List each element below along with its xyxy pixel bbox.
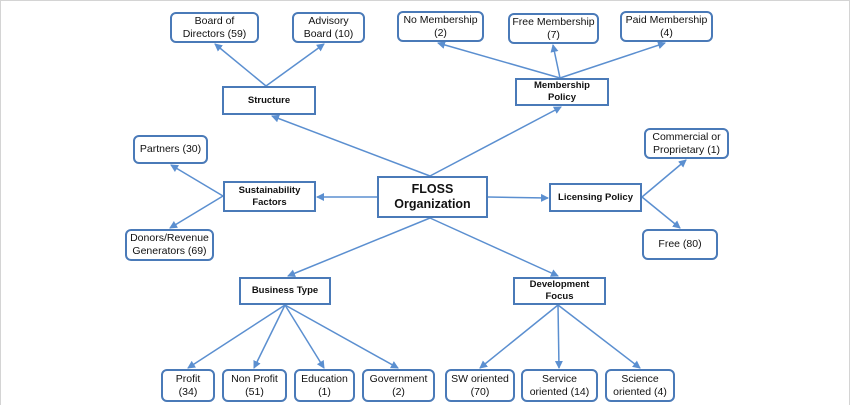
leaf-government: Government (2) — [362, 369, 435, 402]
leaf-label: No Membership (2) — [403, 13, 478, 39]
leaf-label: Free Membership (7) — [512, 15, 595, 41]
category-business-type: Business Type — [239, 277, 331, 305]
leaf-no-membership: No Membership (2) — [397, 11, 484, 42]
edge-development-sw — [479, 304, 559, 369]
category-label: Business Type — [251, 285, 319, 296]
leaf-commercial-or-proprietary: Commercial or Proprietary (1) — [644, 128, 729, 159]
leaf-label: Science oriented (4) — [613, 372, 667, 398]
leaf-service-oriented: Service oriented (14) — [521, 369, 598, 402]
leaf-label: Paid Membership (4) — [625, 13, 708, 39]
edge-business-profit — [187, 304, 286, 369]
edge-licensing-commercial — [641, 159, 687, 198]
leaf-education: Education (1) — [294, 369, 355, 402]
edge-structure-board — [214, 43, 267, 87]
root-floss-organization: FLOSS Organization — [377, 176, 488, 218]
leaf-label: Commercial or Proprietary (1) — [652, 130, 721, 156]
leaf-sw-oriented: SW oriented (70) — [445, 369, 515, 402]
leaf-label: Profit (34) — [175, 372, 201, 398]
edge-business-government — [284, 304, 399, 369]
edge-root-membership — [429, 106, 562, 177]
edge-root-development — [429, 217, 559, 277]
category-sustainability-factors: Sustainability Factors — [223, 181, 316, 212]
leaf-board-of-directors: Board of Directors (59) — [170, 12, 259, 43]
leaf-label: Government (2) — [369, 372, 428, 398]
leaf-label: Advisory Board (10) — [303, 14, 354, 40]
edge-root-structure — [271, 114, 431, 177]
category-label: Licensing Policy — [558, 191, 633, 203]
leaf-label: Board of Directors (59) — [182, 14, 247, 40]
edge-root-licensing — [487, 193, 549, 202]
edge-development-science — [557, 304, 641, 369]
leaf-profit: Profit (34) — [161, 369, 215, 402]
leaf-paid-membership: Paid Membership (4) — [620, 11, 713, 42]
edge-development-service — [554, 304, 563, 369]
edge-membership-free — [550, 44, 561, 79]
leaf-label: Non Profit (51) — [231, 372, 278, 398]
edge-business-nonprofit — [253, 304, 286, 369]
leaf-label: Education (1) — [301, 372, 348, 398]
leaf-label: Service oriented (14) — [529, 372, 590, 398]
category-label: Sustainability Factors — [238, 184, 301, 208]
category-development-focus: Development Focus — [513, 277, 606, 305]
category-membership-policy: Membership Policy — [515, 78, 609, 106]
leaf-free-membership: Free Membership (7) — [508, 13, 599, 44]
edge-root-business — [287, 217, 431, 278]
leaf-free-license: Free (80) — [642, 229, 718, 260]
edge-licensing-free — [641, 196, 681, 229]
leaf-partners: Partners (30) — [133, 135, 208, 164]
leaf-label: Partners (30) — [139, 143, 202, 155]
leaf-label: Free (80) — [658, 238, 702, 250]
category-label: Structure — [247, 94, 291, 106]
leaf-advisory-board: Advisory Board (10) — [292, 12, 365, 43]
category-label: Development Focus — [529, 279, 590, 302]
leaf-label: SW oriented (70) — [451, 372, 509, 398]
category-label: Membership Policy — [534, 80, 590, 103]
leaf-non-profit: Non Profit (51) — [222, 369, 287, 402]
edge-membership-none — [437, 41, 561, 79]
category-licensing-policy: Licensing Policy — [549, 183, 642, 212]
edge-sustainability-donors — [169, 195, 224, 229]
leaf-science-oriented: Science oriented (4) — [605, 369, 675, 402]
root-label: FLOSS Organization — [394, 182, 471, 211]
edge-sustainability-partners — [170, 164, 224, 197]
leaf-label: Donors/Revenue Generators (69) — [130, 232, 209, 257]
edge-membership-paid — [559, 41, 666, 79]
leaf-donors-revenue-generators: Donors/Revenue Generators (69) — [125, 229, 214, 261]
edge-structure-advisory — [265, 43, 325, 87]
category-structure: Structure — [222, 86, 316, 115]
edge-business-education — [284, 304, 325, 369]
